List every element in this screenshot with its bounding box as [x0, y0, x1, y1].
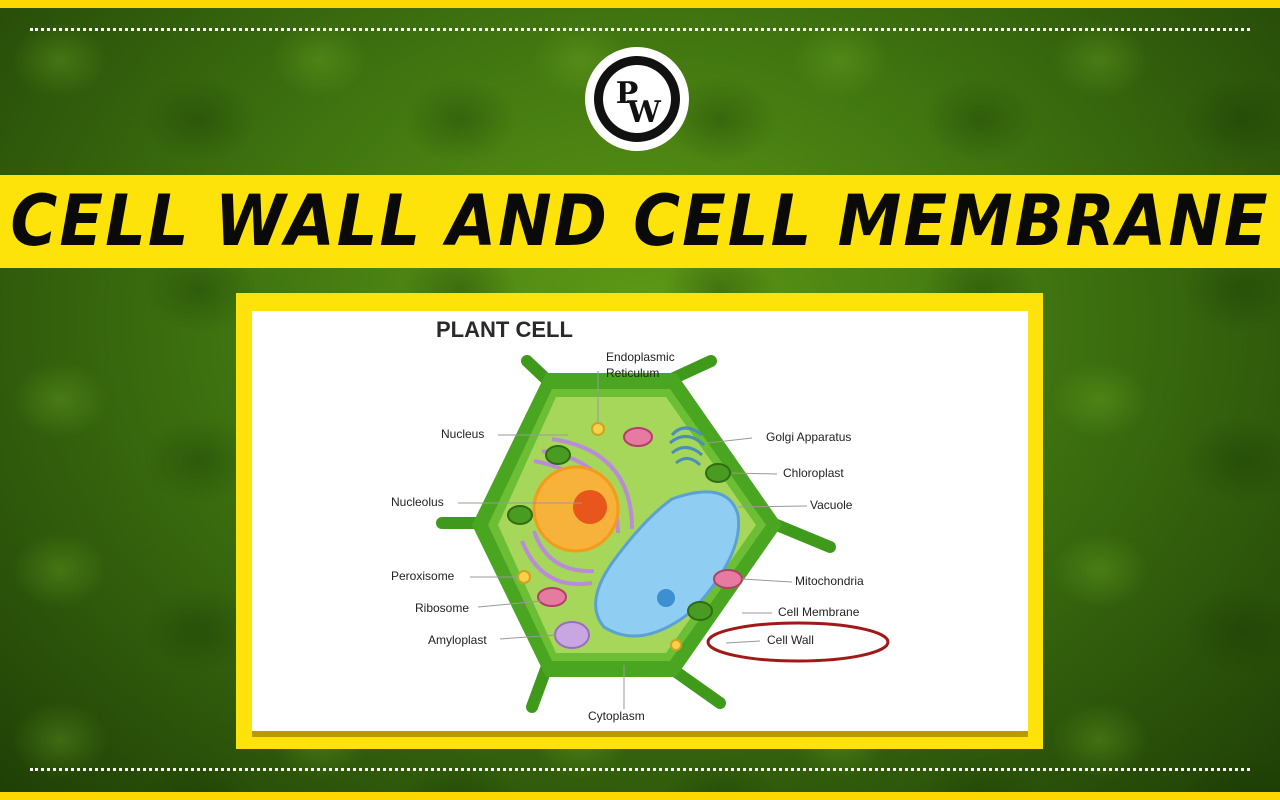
chloroplast-2 — [507, 505, 533, 525]
peroxisome-1 — [591, 422, 605, 436]
vacuole-spot — [657, 589, 675, 607]
cell-wall-highlight-ring — [706, 621, 890, 663]
plant-cell-illustration — [436, 355, 890, 713]
nucleolus — [573, 490, 607, 524]
label-ribosome: Ribosome — [415, 601, 470, 615]
golgi-apparatus — [669, 426, 705, 467]
label-nucleus: Nucleus — [441, 427, 485, 441]
vacuole — [594, 490, 741, 638]
pw-logo-w: W — [626, 95, 662, 130]
label-golgi-apparatus: Golgi Apparatus — [766, 430, 852, 444]
mitochondrion-2 — [713, 569, 743, 589]
page-title: CELL WALL AND CELL MEMBRANE — [10, 180, 1270, 263]
bottom-accent-strip — [0, 792, 1280, 800]
peroxisome-3 — [670, 639, 682, 651]
title-banner: CELL WALL AND CELL MEMBRANE — [0, 175, 1280, 268]
chloroplast-1 — [705, 463, 731, 483]
diagram-frame: PLANT CELL Endoplasmic Reticulum Nucleus… — [236, 293, 1043, 749]
pw-logo-p: P — [616, 76, 639, 111]
chloroplast-4 — [545, 445, 571, 465]
label-leader-lines — [458, 371, 808, 709]
label-vacuole: Vacuole — [810, 498, 853, 512]
peroxisome-2 — [517, 570, 531, 584]
chloroplast-3 — [687, 601, 713, 621]
label-nucleolus: Nucleolus — [391, 495, 444, 509]
top-accent-strip — [0, 0, 1280, 8]
amyloplast — [554, 621, 590, 649]
label-cell-membrane: Cell Membrane — [778, 605, 860, 619]
mitochondrion-3 — [537, 587, 567, 607]
plant-cell-diagram: PLANT CELL Endoplasmic Reticulum Nucleus… — [252, 311, 1028, 737]
label-mitochondria: Mitochondria — [795, 574, 864, 588]
label-endoplasmic-reticulum-1: Endoplasmic — [606, 350, 675, 364]
label-amyloplast: Amyloplast — [428, 633, 487, 647]
label-cytoplasm: Cytoplasm — [588, 709, 645, 723]
label-peroxisome: Peroxisome — [391, 569, 455, 583]
top-dotted-divider — [30, 28, 1250, 31]
pw-logo: P W — [585, 47, 689, 151]
pw-logo-inner: P W — [594, 56, 680, 142]
bottom-dotted-divider — [30, 768, 1250, 771]
label-endoplasmic-reticulum-2: Reticulum — [606, 366, 660, 380]
diagram-title: PLANT CELL — [436, 317, 573, 342]
pw-logo-mark: P W — [603, 65, 671, 133]
label-cell-wall: Cell Wall — [767, 633, 814, 647]
mitochondrion-1 — [623, 427, 653, 447]
label-chloroplast: Chloroplast — [783, 466, 844, 480]
